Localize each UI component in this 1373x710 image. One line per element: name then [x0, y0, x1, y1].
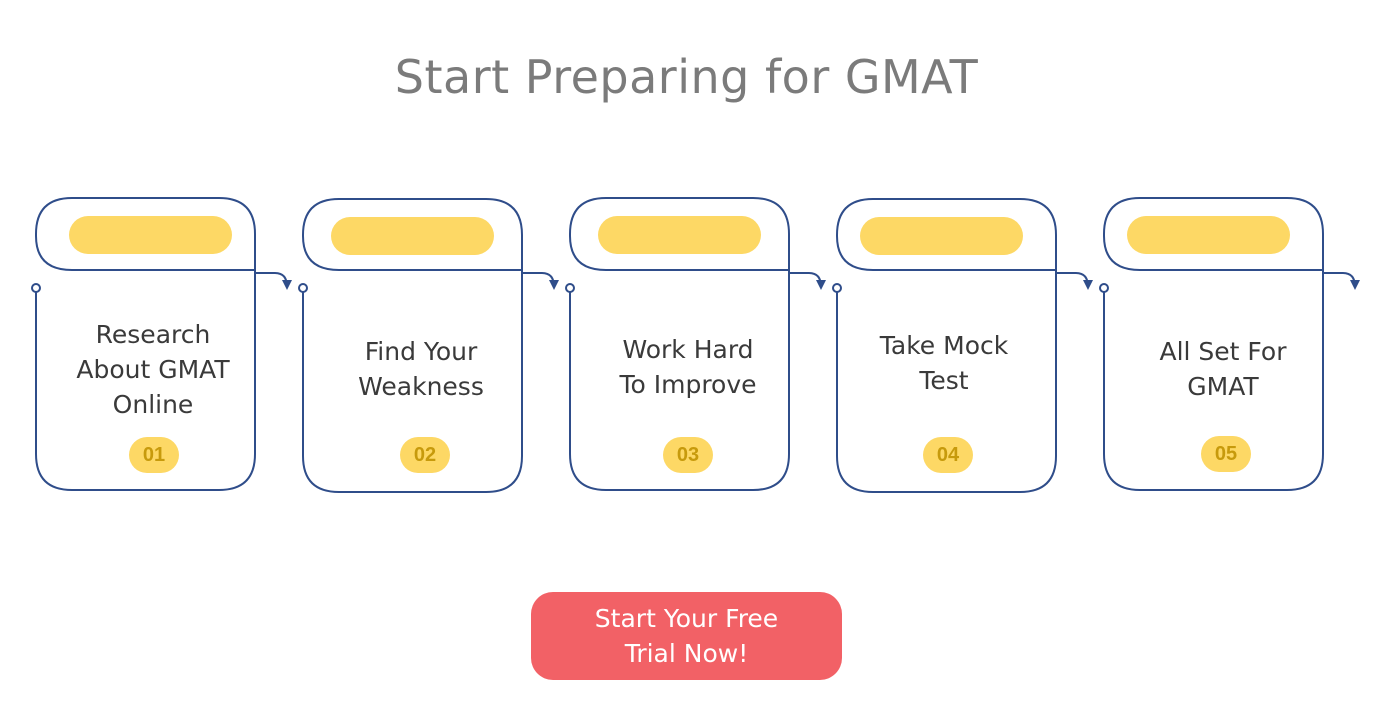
- step-5-line-2: GMAT: [1187, 372, 1259, 401]
- step-1-line-2: About GMAT: [76, 354, 230, 384]
- step-5-card-outline: [1103, 197, 1324, 491]
- start-free-trial-button[interactable]: Start Your Free Trial Now!: [531, 592, 842, 680]
- step-3-card-outline: [569, 197, 790, 491]
- step-4-text: Take Mock Test: [839, 308, 1049, 418]
- step-4-card-outline: [836, 198, 1057, 493]
- step-4-start-dot: [832, 283, 842, 293]
- step-3-start-dot: [565, 283, 575, 293]
- step-3-text: Work Hard To Improve: [583, 312, 793, 422]
- step-4-number-badge: 04: [923, 437, 973, 473]
- step-5-line-1: All Set For: [1159, 337, 1287, 366]
- step-1-line-1: Research: [95, 319, 211, 349]
- cta-line-1: Start Your Free: [594, 604, 779, 633]
- step-4-header-pill: [860, 217, 1023, 255]
- step-2-number-badge: 02: [400, 437, 450, 473]
- step-1-line-3: Online: [112, 389, 194, 419]
- step-2-text: Find Your Weakness: [316, 314, 526, 424]
- step-2-start-dot: [298, 283, 308, 293]
- step-2-connector-arrow: [522, 272, 559, 290]
- step-1-text: Research About GMAT Online: [48, 314, 258, 424]
- step-4-line-1: Take Mock: [879, 331, 1009, 360]
- step-1-card-outline: [35, 197, 256, 491]
- step-5-start-dot: [1099, 283, 1109, 293]
- step-2-card-outline: [302, 198, 523, 493]
- step-3-connector-arrow: [789, 272, 826, 290]
- step-3-line-1: Work Hard: [622, 335, 754, 364]
- step-2-line-2: Weakness: [358, 372, 484, 401]
- step-3-number-badge: 03: [663, 437, 713, 473]
- step-1-connector-arrow: [255, 272, 292, 290]
- page-title: Start Preparing for GMAT: [394, 50, 979, 104]
- step-1-start-dot: [31, 283, 41, 293]
- step-5-connector-arrow: [1323, 272, 1360, 290]
- step-2-line-1: Find Your: [364, 337, 478, 366]
- step-5-header-pill: [1127, 216, 1290, 254]
- step-1-header-pill: [69, 216, 232, 254]
- step-5-text: All Set For GMAT: [1118, 314, 1328, 424]
- step-2-header-pill: [331, 217, 494, 255]
- cta-line-2: Trial Now!: [624, 639, 749, 668]
- step-3-line-2: To Improve: [619, 370, 757, 399]
- step-3-header-pill: [598, 216, 761, 254]
- step-5-number-badge: 05: [1201, 436, 1251, 472]
- step-4-line-2: Test: [919, 366, 969, 395]
- step-4-connector-arrow: [1056, 272, 1093, 290]
- step-1-number-badge: 01: [129, 437, 179, 473]
